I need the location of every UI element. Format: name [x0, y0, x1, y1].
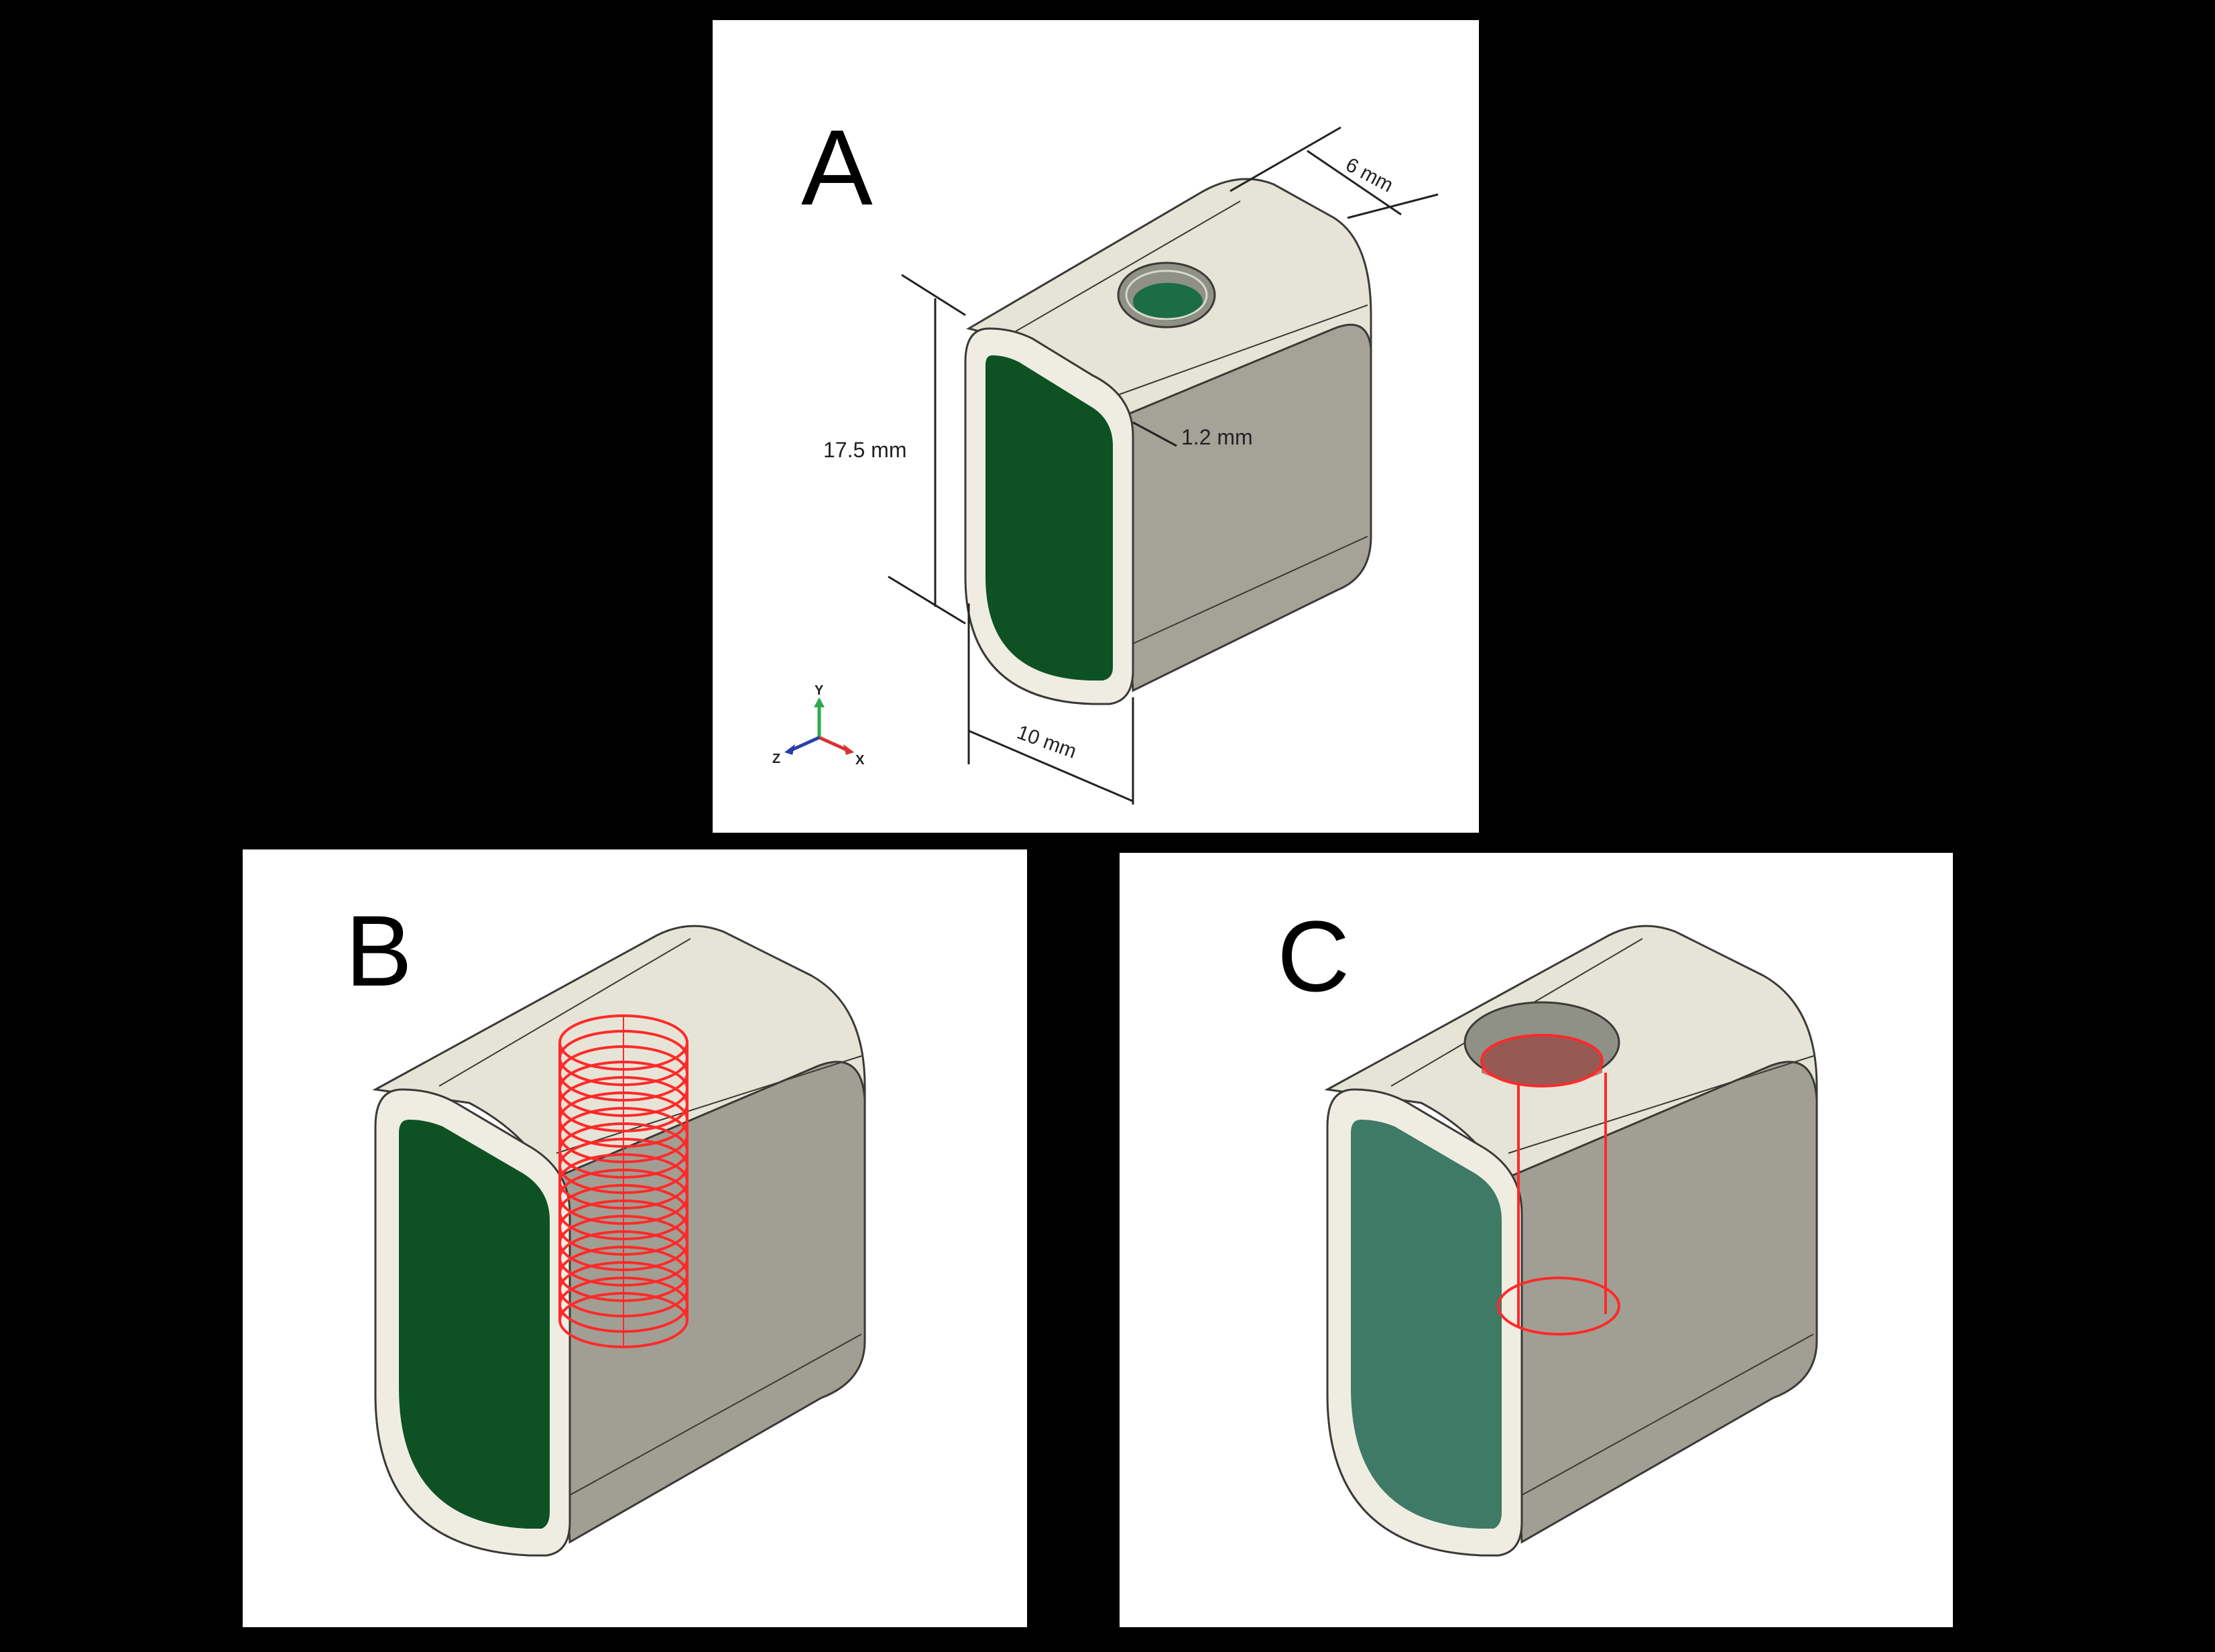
panel-a-edge-line [1132, 536, 1368, 644]
panel-a-hole-thread [1125, 270, 1208, 320]
panel-a-dim-line-10mm [968, 729, 1134, 803]
panel-b-label: B [345, 894, 412, 1007]
panel-c-label: C [1277, 900, 1350, 1012]
axis-y-arrowhead [814, 697, 825, 707]
panel-b-thread-helix [558, 1014, 689, 1348]
axis-x-arrowhead [843, 744, 854, 755]
panel-b-edge-line [556, 1055, 862, 1154]
panel-c-teal-face [1351, 1120, 1502, 1529]
panel-a-green-face [985, 355, 1113, 681]
axis-z-arrow [791, 735, 821, 752]
panel-a-dim-extension [1230, 126, 1341, 192]
panel-c: C [1120, 853, 1953, 1627]
panel-c-cylinder-shade [1482, 1035, 1602, 1086]
panel-a-hole-inner [1133, 283, 1203, 320]
panel-c-edge-line [1521, 1334, 1814, 1496]
panel-a-dim-line-1-2mm [1132, 421, 1177, 447]
panel-b-edge-line [569, 1334, 862, 1496]
axis-y-label: Y [815, 683, 824, 698]
panel-a-dim-wall: 1.2 mm [1181, 425, 1253, 449]
panel-c-red-cylinder [1480, 1034, 1620, 1336]
panel-c-cylinder-bottom [1497, 1277, 1620, 1336]
panel-a-dim-height: 17.5 mm [823, 438, 906, 462]
axis-x-label: X [855, 753, 865, 768]
panel-b-edge-line [438, 938, 691, 1087]
axis-z-label: Z [772, 752, 780, 766]
panel-c-edge-line [1508, 1055, 1814, 1154]
panel-a-edge-line [1116, 304, 1368, 396]
panel-a-axis-triad: Y Z X [772, 683, 865, 768]
panel-b-green-face [399, 1120, 550, 1529]
panel-a-dim-extension [1347, 193, 1439, 219]
panel-c-cylinder-top [1480, 1034, 1604, 1087]
panel-a-edge-line [1008, 200, 1241, 336]
panel-b: B [243, 849, 1027, 1627]
panel-a-dim-extension [888, 575, 966, 625]
axis-x-arrow [818, 735, 847, 752]
panel-a-dim-extension [901, 274, 966, 316]
axis-z-arrowhead [784, 744, 795, 755]
panel-a: A 6 mm 17.5 mm 1.2 mm 10 mm [713, 20, 1479, 833]
panel-a-dim-line-6mm [1307, 150, 1402, 216]
panel-a-label: A [801, 107, 873, 227]
